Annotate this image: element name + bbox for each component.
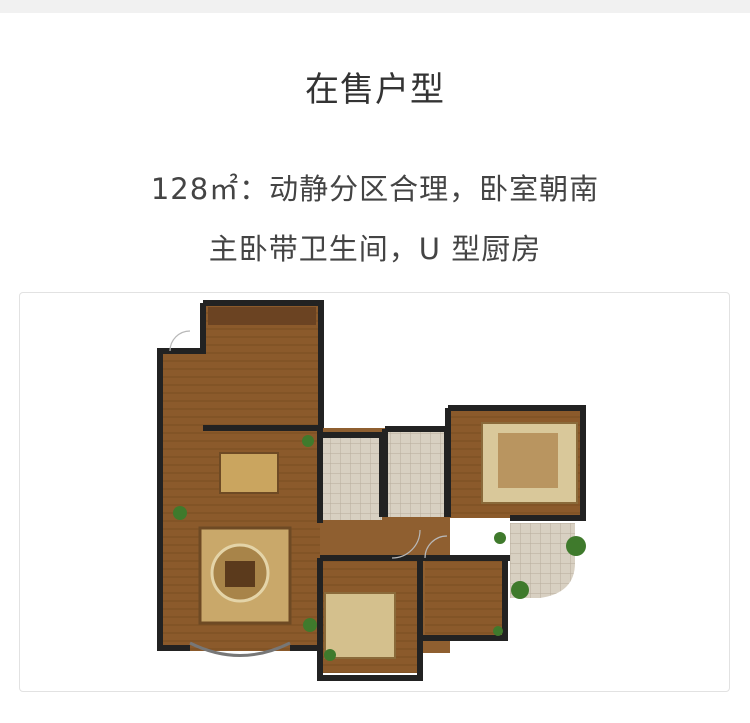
bathroom-2 bbox=[385, 429, 447, 517]
floorplan-image bbox=[157, 300, 586, 681]
dining-table bbox=[219, 452, 279, 494]
door-swings bbox=[169, 330, 448, 559]
top-bar bbox=[0, 0, 750, 13]
description-line-2: 主卧带卫生间，U 型厨房 bbox=[208, 232, 542, 266]
walls bbox=[157, 300, 586, 681]
balcony bbox=[510, 523, 575, 598]
plants bbox=[173, 435, 586, 661]
floorplan-card[interactable] bbox=[19, 292, 730, 692]
description-line-1: 128㎡：动静分区合理，卧室朝南 bbox=[150, 172, 600, 206]
study-room bbox=[425, 558, 505, 638]
page-title: 在售户型 bbox=[305, 70, 445, 110]
bathroom-1 bbox=[320, 435, 382, 520]
